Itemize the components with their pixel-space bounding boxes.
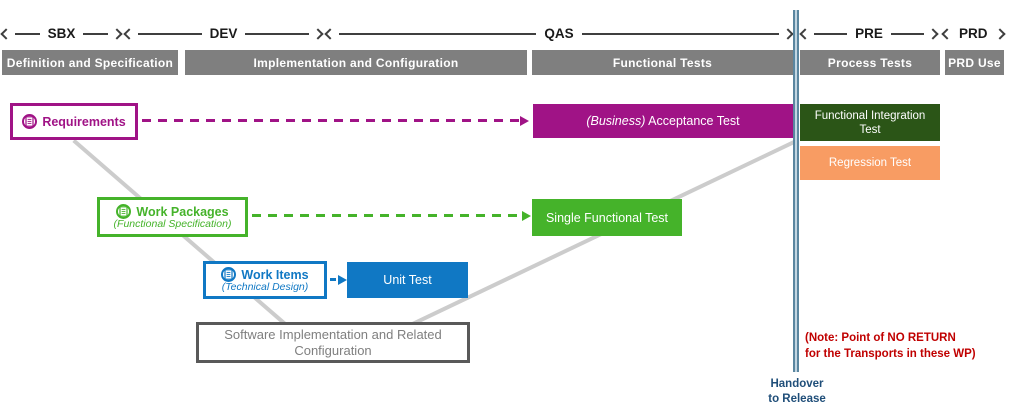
document-icon [116,204,132,219]
connector-work-items-to-unit-test [330,278,338,281]
stage-label-pre: PRE [855,26,883,41]
phase-bar-process-tests: Process Tests [800,50,940,75]
point-of-no-return-divider [793,10,799,372]
arrow-left-icon [324,27,336,40]
stage-arrow-pre: PRE [799,25,939,42]
software-implementation-box: Software Implementation and Related Conf… [196,322,470,363]
business-acceptance-test-box: (Business) Acceptance Test [533,104,793,138]
document-icon [221,267,237,282]
connector-work-packages-to-single-functional-test [252,214,522,217]
arrow-right-icon [338,275,347,285]
arrow-right-icon [520,116,529,126]
arrow-left-icon [941,27,953,40]
work-packages-box: Work Packages (Functional Specification) [97,197,248,237]
stage-arrow-dev: DEV [123,25,324,42]
arrow-right-icon [927,27,939,40]
arrow-left-icon [799,27,811,40]
work-items-box: Work Items (Technical Design) [203,261,327,299]
work-items-label: Work Items [241,267,309,282]
stage-label-dev: DEV [209,26,238,41]
no-return-note-line2: for the Transports in these WP) [805,348,976,360]
work-items-sublabel: (Technical Design) [221,281,309,293]
regression-test-box: Regression Test [800,146,940,180]
connector-requirements-to-acceptance-test [142,119,520,122]
arrow-right-icon [522,211,531,221]
work-packages-sublabel: (Functional Specification) [113,218,232,230]
no-return-note: (Note: Point of NO RETURN for the Transp… [805,330,976,362]
unit-test-box: Unit Test [347,262,468,298]
handover-line2: to Release [768,393,826,405]
functional-integration-test-box: Functional Integration Test [800,104,940,141]
arrow-right-icon [993,27,1006,40]
phase-bar-functional-tests: Functional Tests [532,50,793,75]
stage-arrow-prd: PRD [941,25,1006,42]
handover-to-release-label: Handover to Release [756,377,838,407]
stage-arrow-qas: QAS [324,25,794,42]
single-functional-test-box: Single Functional Test [532,199,682,236]
acceptance-test-prefix: (Business) [586,114,646,128]
stage-label-prd: PRD [959,26,988,41]
stage-arrow-sbx: SBX [0,25,123,42]
arrow-left-icon [0,27,12,40]
stage-label-sbx: SBX [47,26,76,41]
requirements-label: Requirements [42,114,126,129]
arrow-right-icon [111,27,123,40]
no-return-note-line1: (Note: Point of NO RETURN [805,332,956,344]
work-packages-label: Work Packages [136,204,229,219]
requirements-box: Requirements [10,103,138,140]
stage-label-qas: QAS [544,26,574,41]
handover-line1: Handover [770,378,824,390]
acceptance-test-label: Acceptance Test [645,114,740,128]
phase-bar-prd-use: PRD Use [945,50,1004,75]
arrow-right-icon [782,27,794,40]
phase-bar-definition-and-specification: Definition and Specification [2,50,178,75]
arrow-right-icon [312,27,324,40]
arrow-left-icon [123,27,135,40]
document-icon [22,114,38,129]
phase-bar-implementation-and-configuration: Implementation and Configuration [185,50,527,75]
